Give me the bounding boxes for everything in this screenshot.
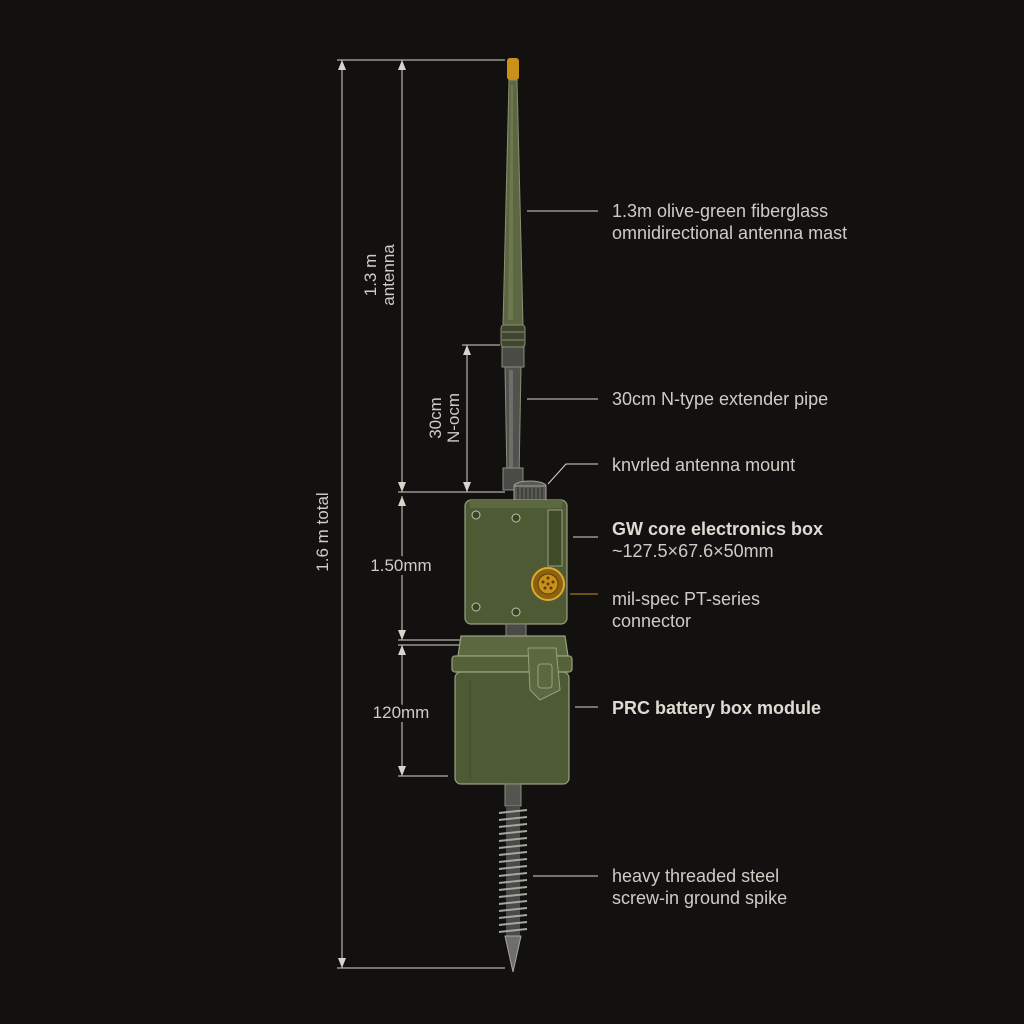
- label-antenna-mast-1: 1.3m olive-green fiberglass: [612, 201, 828, 221]
- label-electronics-box-size: ~127.5×67.6×50mm: [612, 541, 774, 561]
- label-battery-box: PRC battery box module: [612, 698, 821, 718]
- leader-lines: [527, 210, 598, 877]
- label-ground-spike-2: screw-in ground spike: [612, 888, 787, 908]
- label-connector-1: mil-spec PT-series: [612, 589, 760, 609]
- dimension-antenna: [398, 60, 505, 493]
- dimension-total: [337, 59, 505, 969]
- antenna-mast: [502, 58, 524, 326]
- mil-spec-connector: [531, 567, 565, 601]
- dimension-extender-label-2: N-ocm: [444, 393, 463, 443]
- dimension-antenna-label-1: 1.3 m: [361, 254, 380, 297]
- dimension-extender-label-1: 30cm: [426, 397, 445, 439]
- dimension-extender: [462, 344, 500, 492]
- dimension-antenna-label-2: antenna: [379, 244, 398, 306]
- electronics-box: [464, 499, 568, 625]
- dimension-electronics-box-label: 1.50mm: [370, 556, 431, 575]
- dimension-battery-box: [398, 644, 460, 777]
- dimension-battery-box-label: 120mm: [373, 703, 430, 722]
- antenna-tip-cap: [507, 58, 519, 80]
- battery-box: [451, 635, 573, 785]
- dimension-total-label: 1.6 m total: [313, 492, 332, 571]
- dimension-electronics-box: [398, 496, 468, 641]
- label-antenna-mast-2: omnidirectional antenna mast: [612, 223, 847, 243]
- label-ground-spike-1: heavy threaded steel: [612, 866, 779, 886]
- label-antenna-mount: knvrled antenna mount: [612, 455, 795, 475]
- label-electronics-box-title: GW core electronics box: [612, 519, 823, 539]
- leader-antenna-mount: [547, 463, 598, 485]
- label-connector-2: connector: [612, 611, 691, 631]
- ground-spike: [498, 783, 528, 973]
- extender-pipe: [500, 324, 526, 491]
- label-extender-pipe: 30cm N-type extender pipe: [612, 389, 828, 409]
